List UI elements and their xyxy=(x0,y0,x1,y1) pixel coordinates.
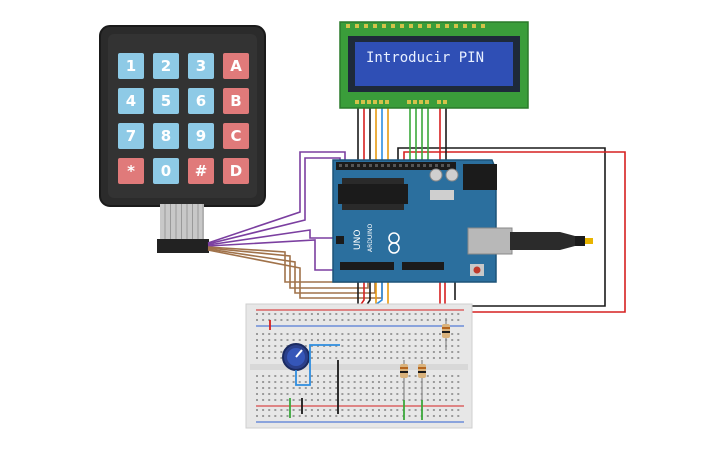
keypad-key-label: D xyxy=(230,162,242,180)
arduino-microcontroller-chip xyxy=(338,184,408,204)
keypad-key-label: 4 xyxy=(126,92,136,110)
keypad-key-label: A xyxy=(230,57,242,75)
keypad-key-label: 7 xyxy=(126,127,136,145)
lcd-display-16x2[interactable]: Introducir PIN xyxy=(339,21,529,109)
keypad-key-0-1[interactable]: 2 xyxy=(153,53,179,79)
keypad-key-1-3[interactable]: B xyxy=(223,88,249,114)
keypad-key-label: 5 xyxy=(161,92,171,110)
keypad-key-0-3[interactable]: A xyxy=(223,53,249,79)
keypad-key-2-1[interactable]: 8 xyxy=(153,123,179,149)
breadboard[interactable] xyxy=(245,303,473,429)
keypad-key-label: 3 xyxy=(196,57,206,75)
arduino-infinity-icon xyxy=(388,232,400,254)
arduino-power-header[interactable] xyxy=(340,262,394,270)
keypad-key-2-0[interactable]: 7 xyxy=(118,123,144,149)
keypad-key-3-1[interactable]: 0 xyxy=(153,158,179,184)
keypad-key-3-3[interactable]: D xyxy=(223,158,249,184)
lcd-screen xyxy=(355,42,513,86)
keypad-ribbon-cable xyxy=(160,204,204,240)
keypad-key-label: * xyxy=(127,162,135,180)
arduino-brand-text: ARDUINO xyxy=(367,223,374,252)
keypad-key-2-3[interactable]: C xyxy=(223,123,249,149)
keypad-key-3-2[interactable]: # xyxy=(188,158,214,184)
breadboard-jumpers xyxy=(269,320,423,420)
keypad-key-label: B xyxy=(230,92,241,110)
arduino-analog-header[interactable] xyxy=(402,262,444,270)
keypad-key-label: 0 xyxy=(161,162,171,180)
resistor-2[interactable] xyxy=(418,360,426,400)
keypad-key-1-1[interactable]: 5 xyxy=(153,88,179,114)
breadboard-holes[interactable] xyxy=(256,313,460,417)
resistor-1[interactable] xyxy=(400,360,408,400)
usb-cable[interactable] xyxy=(510,232,593,250)
arduino-logo-text: UNO xyxy=(353,230,363,250)
keypad-key-label: 6 xyxy=(196,92,206,110)
keypad-connector[interactable] xyxy=(157,239,209,253)
potentiometer[interactable] xyxy=(282,343,310,371)
lcd-line-1: Introducir PIN xyxy=(366,50,484,66)
keypad-keys[interactable]: 1 2 3 A 4 5 6 B 7 8 9 C * 0 # D xyxy=(118,53,249,184)
keypad-key-0-2[interactable]: 3 xyxy=(188,53,214,79)
keypad-4x4[interactable]: 1 2 3 A 4 5 6 B 7 8 9 C * 0 # D xyxy=(99,25,266,253)
keypad-key-label: 8 xyxy=(161,127,171,145)
keypad-key-2-2[interactable]: 9 xyxy=(188,123,214,149)
arduino-power-jack[interactable] xyxy=(463,164,497,190)
keypad-key-label: # xyxy=(195,162,208,180)
keypad-key-3-0[interactable]: * xyxy=(118,158,144,184)
resistor-3[interactable] xyxy=(442,318,450,350)
arduino-usb-port[interactable] xyxy=(467,227,513,255)
keypad-key-label: 9 xyxy=(196,127,206,145)
keypad-key-1-0[interactable]: 4 xyxy=(118,88,144,114)
keypad-key-label: 2 xyxy=(161,57,171,75)
keypad-key-label: 1 xyxy=(126,57,136,75)
keypad-key-1-2[interactable]: 6 xyxy=(188,88,214,114)
arduino-uno-board[interactable]: UNO ARDUINO xyxy=(332,159,593,283)
keypad-key-label: C xyxy=(230,127,241,145)
keypad-key-0-0[interactable]: 1 xyxy=(118,53,144,79)
